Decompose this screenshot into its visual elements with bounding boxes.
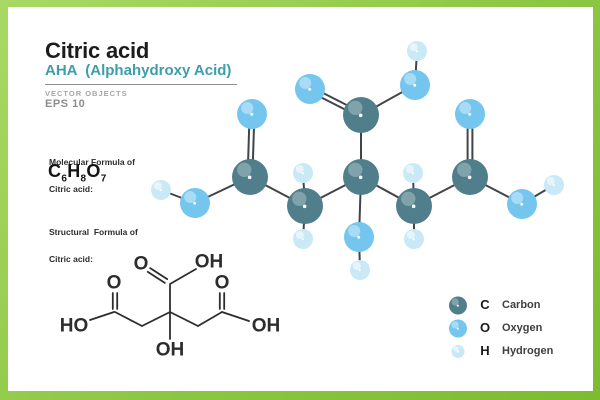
legend-item-oxygen: O Oxygen (447, 316, 553, 339)
oxygen-legend-ball-glint (456, 327, 459, 330)
hydrogen-legend-ball-highlight (453, 345, 459, 351)
carbon-legend-ball-glint (456, 304, 459, 307)
formula-subscript: 7 (100, 173, 107, 185)
formula-element: H (67, 161, 81, 181)
subtitle: AHA (Alphahydroxy Acid) (45, 62, 232, 79)
legend-name: Hydrogen (502, 344, 554, 357)
molecular-formula: C6H8O7 (48, 161, 107, 185)
legend: C Carbon O Oxygen H Hydrogen (447, 293, 553, 362)
formula-element: O (86, 161, 101, 181)
legend-symbol: O (479, 320, 491, 335)
page-title: Citric acid (45, 38, 150, 63)
molecular-formula-label-line2: Citric acid: (49, 184, 93, 194)
legend-symbol: C (480, 297, 490, 312)
carbon-legend-ball-highlight (451, 297, 459, 305)
legend-symbol: H (480, 343, 490, 358)
legend-name: Carbon (502, 298, 541, 311)
oxygen-ball-icon (449, 319, 467, 337)
divider-line (45, 84, 237, 85)
vector-objects-label: VECTOR OBJECTS (45, 89, 128, 98)
legend-item-hydrogen: H Hydrogen (447, 339, 553, 362)
structural-formula-label: Structural Formula of Citric acid: (49, 210, 138, 282)
carbon-ball-icon (449, 296, 467, 314)
structural-formula-label-line2: Citric acid: (49, 254, 93, 264)
hydrogen-legend-ball-glint (456, 350, 459, 353)
formula-element: C (48, 161, 62, 181)
oxygen-legend-ball-highlight (451, 320, 459, 328)
structural-formula-label-line1: Structural Formula of (49, 227, 138, 237)
legend-item-carbon: C Carbon (447, 293, 553, 316)
molecular-formula-label-line1: Molecular Formula of (49, 157, 135, 167)
legend-name: Oxygen (502, 321, 543, 334)
hydrogen-ball-icon (451, 344, 465, 358)
formula-subscript: 6 (61, 173, 68, 185)
molecular-formula-label: Molecular Formula of Citric acid: (49, 140, 135, 212)
eps-label: EPS 10 (45, 98, 86, 110)
formula-subscript: 8 (80, 173, 87, 185)
